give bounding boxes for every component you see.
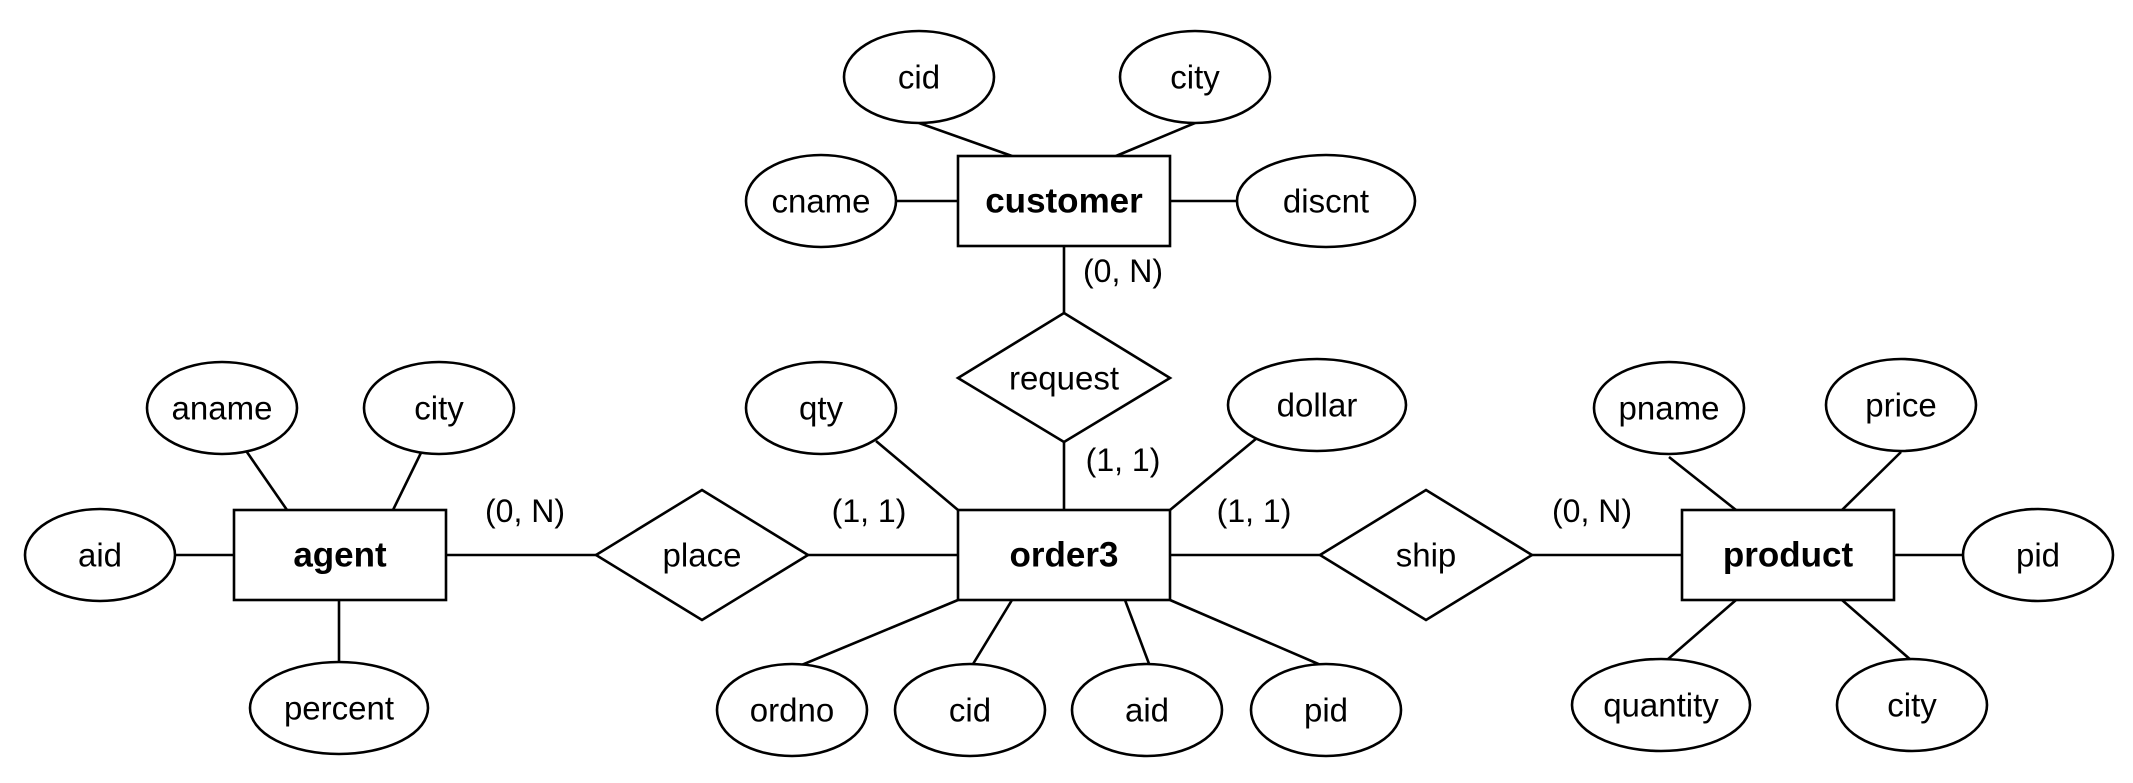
cardinality-product-ship: (0, N) bbox=[1552, 493, 1632, 529]
attribute-customer-city: city bbox=[1118, 29, 1272, 125]
relationship-place: place bbox=[593, 488, 811, 622]
line-order3-dollar bbox=[1169, 436, 1258, 512]
entity-product-label: product bbox=[1723, 536, 1854, 575]
attribute-product-price-label: price bbox=[1865, 387, 1937, 424]
attribute-order3-aid: aid bbox=[1070, 662, 1224, 758]
attribute-agent-city-ellipse bbox=[362, 360, 516, 456]
relationship-ship-label: ship bbox=[1396, 537, 1457, 574]
entity-product-box bbox=[1680, 508, 1896, 602]
attribute-order3-dollar-ellipse bbox=[1226, 357, 1408, 453]
attribute-order3-qty-ellipse bbox=[744, 360, 898, 456]
attribute-product-price: price bbox=[1824, 357, 1978, 453]
attribute-agent-percent-label: percent bbox=[284, 690, 394, 727]
attribute-product-quantity-label: quantity bbox=[1603, 687, 1719, 724]
line-product-city bbox=[1841, 599, 1913, 662]
attribute-order3-dollar: dollar bbox=[1226, 357, 1408, 453]
attribute-order3-pid-ellipse bbox=[1249, 662, 1403, 758]
attribute-customer-cid-label: cid bbox=[898, 59, 940, 96]
relationship-ship-diamond bbox=[1317, 488, 1535, 622]
attribute-order3-cid: cid bbox=[893, 662, 1047, 758]
attribute-product-pname-ellipse bbox=[1592, 360, 1746, 456]
relationship-ship: ship bbox=[1317, 488, 1535, 622]
relationship-request-label: request bbox=[1009, 360, 1119, 397]
attribute-agent-city-label: city bbox=[414, 390, 464, 427]
attribute-agent-percent-ellipse bbox=[248, 660, 430, 756]
attribute-product-city-label: city bbox=[1887, 687, 1937, 724]
entity-order3-label: order3 bbox=[1010, 536, 1119, 575]
line-customer-city bbox=[1115, 121, 1196, 158]
line-product-pname bbox=[1668, 455, 1737, 512]
attribute-order3-dollar-label: dollar bbox=[1277, 387, 1358, 424]
entity-customer: customer bbox=[956, 154, 1172, 248]
connector-lines bbox=[175, 121, 1966, 671]
attribute-product-pid: pid bbox=[1961, 507, 2115, 603]
attribute-order3-qty-label: qty bbox=[799, 390, 844, 427]
cardinality-labels: (0, N) (1, 1) (0, N) (1, 1) (1, 1) (0, N… bbox=[485, 253, 1632, 529]
relationship-place-label: place bbox=[663, 537, 742, 574]
attribute-customer-cid: cid bbox=[842, 29, 996, 125]
attribute-order3-ordno-label: ordno bbox=[750, 692, 834, 729]
attribute-customer-discnt-ellipse bbox=[1235, 153, 1417, 249]
attribute-customer-discnt-label: discnt bbox=[1283, 183, 1369, 220]
attribute-product-price-ellipse bbox=[1824, 357, 1978, 453]
cardinality-agent-place: (0, N) bbox=[485, 493, 565, 529]
attribute-customer-discnt: discnt bbox=[1235, 153, 1417, 249]
attribute-order3-aid-label: aid bbox=[1125, 692, 1169, 729]
line-order3-pid bbox=[1169, 598, 1331, 671]
entity-agent-label: agent bbox=[293, 536, 387, 575]
line-product-quantity bbox=[1659, 599, 1737, 667]
line-order3-cid bbox=[968, 599, 1014, 670]
attribute-customer-cname-label: cname bbox=[771, 183, 870, 220]
attribute-order3-pid: pid bbox=[1249, 662, 1403, 758]
attribute-order3-cid-ellipse bbox=[893, 662, 1047, 758]
entity-agent: agent bbox=[232, 508, 448, 602]
relationship-place-diamond bbox=[593, 488, 811, 622]
attribute-order3-ordno: ordno bbox=[715, 662, 869, 758]
attribute-product-quantity-ellipse bbox=[1570, 657, 1752, 753]
attribute-agent-aid-ellipse bbox=[23, 507, 177, 603]
attribute-agent-percent: percent bbox=[248, 660, 430, 756]
attribute-product-pname-label: pname bbox=[1619, 390, 1720, 427]
cardinality-order3-request: (1, 1) bbox=[1086, 442, 1161, 478]
cardinality-customer-request: (0, N) bbox=[1083, 253, 1163, 289]
entity-customer-box bbox=[956, 154, 1172, 248]
entity-order3-box bbox=[956, 508, 1172, 602]
attribute-product-quantity: quantity bbox=[1570, 657, 1752, 753]
attribute-agent-aname-ellipse bbox=[145, 360, 299, 456]
relationship-request-diamond bbox=[955, 311, 1173, 444]
attribute-product-pid-label: pid bbox=[2016, 537, 2060, 574]
attribute-order3-ordno-ellipse bbox=[715, 662, 869, 758]
line-customer-cid bbox=[918, 121, 1013, 158]
attribute-customer-cid-ellipse bbox=[842, 29, 996, 125]
attribute-agent-aname-label: aname bbox=[172, 390, 273, 427]
cardinality-order3-ship: (1, 1) bbox=[1217, 493, 1292, 529]
attribute-customer-cname: cname bbox=[744, 153, 898, 249]
attribute-order3-cid-label: cid bbox=[949, 692, 991, 729]
attribute-agent-aname: aname bbox=[145, 360, 299, 456]
line-order3-ordno bbox=[791, 598, 959, 671]
entity-product: product bbox=[1680, 508, 1896, 602]
attribute-agent-aid-label: aid bbox=[78, 537, 122, 574]
line-product-price bbox=[1841, 451, 1902, 511]
cardinality-order3-place: (1, 1) bbox=[832, 493, 907, 529]
line-order3-qty bbox=[875, 440, 959, 511]
attribute-order3-qty: qty bbox=[744, 360, 898, 456]
attribute-product-city: city bbox=[1835, 657, 1989, 753]
relationship-request: request bbox=[955, 311, 1173, 444]
attribute-agent-aid: aid bbox=[23, 507, 177, 603]
attribute-product-pid-ellipse bbox=[1961, 507, 2115, 603]
attribute-customer-city-label: city bbox=[1170, 59, 1220, 96]
attribute-product-pname: pname bbox=[1592, 360, 1746, 456]
entity-customer-label: customer bbox=[985, 182, 1143, 221]
attribute-order3-pid-label: pid bbox=[1304, 692, 1348, 729]
attribute-agent-city: city bbox=[362, 360, 516, 456]
attribute-product-city-ellipse bbox=[1835, 657, 1989, 753]
entity-order3: order3 bbox=[956, 508, 1172, 602]
line-order3-aid bbox=[1123, 599, 1153, 670]
attribute-order3-aid-ellipse bbox=[1070, 662, 1224, 758]
attribute-customer-city-ellipse bbox=[1118, 29, 1272, 125]
attribute-customer-cname-ellipse bbox=[744, 153, 898, 249]
entity-agent-box bbox=[232, 508, 448, 602]
